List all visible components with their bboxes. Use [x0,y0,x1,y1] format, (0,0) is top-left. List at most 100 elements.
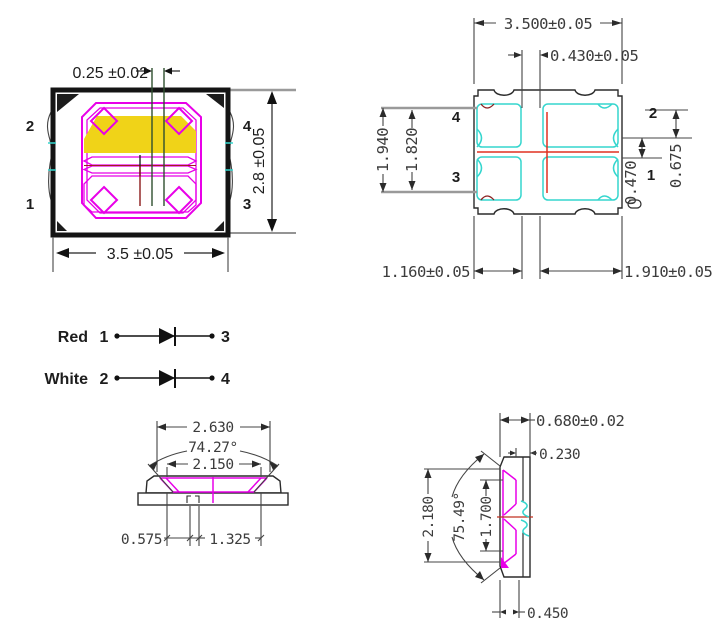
dim-angle: 74.27° [147,440,280,493]
dim-label: 0.230 [539,447,580,463]
dim-label: 2.180 [421,496,437,537]
pad-view-pin-labels: 4 2 3 1 [452,105,657,186]
pad-4 [476,103,522,148]
diode-icon [159,328,175,344]
dim-label: 74.27° [188,440,237,456]
edge-via [612,128,619,148]
bottom-pad-view: 3.500±0.05 0.430±0.05 1.940 1.820 [374,15,713,281]
dim-label: 2.630 [192,420,233,436]
corner-diamond [89,106,119,136]
dim-label: 0.675 [667,144,685,188]
polarity-diagram: Red 1 3 White 2 4 [44,327,230,388]
dim-label: 1.325 [209,532,250,548]
dim-right-pad: 1.910±0.05 [539,216,713,281]
pad-3 [476,156,522,201]
dim-label: 0.575 [121,532,162,548]
edge-via [476,158,483,178]
dim-label: 2.150 [192,457,233,473]
dim-body-width: 3.5 ±0.05 [52,237,229,272]
pad-notch [480,195,495,201]
pin-label: 3 [452,169,460,186]
dim-label: 1.910±0.05 [624,263,712,281]
dim-label: 3.5 ±0.05 [107,246,174,263]
top-view: 0.25 ±0.02 2.8 ±0.05 3.5 ±0.05 2 1 4 3 [26,65,296,272]
dim-span-outer: 1.940 [374,108,392,192]
front-section-view: 2.630 74.27° 2.150 [121,420,289,548]
reflector-ring-outer [81,102,202,219]
pin-label: 2 [649,105,657,122]
pad-2 [542,103,619,148]
dim-label: 75.49° [452,492,468,541]
dim-label: 0.470 [622,161,640,205]
corner-mark [206,94,224,108]
pin-label: 1 [26,196,34,213]
dim-wire-pitch: 0.25 ±0.02 [72,65,180,82]
diode-icon [159,370,175,386]
pin-label: 1 [647,167,655,184]
top-view-pin-labels: 2 1 4 3 [26,118,252,213]
color-label: Red [58,329,88,346]
dim-pad-width: 3.500±0.05 [473,15,623,84]
dim-label: 0.680±0.02 [536,412,624,430]
pin-label: 4 [221,371,230,388]
dim-cavity: 2.150 [166,457,262,477]
dim-offsets: 0.575 1.325 [121,493,265,548]
dim-label: 1.160±0.05 [382,263,470,281]
dim-cavity: 1.700 [479,479,503,552]
corner-mark [57,221,67,231]
dim-right-upper: 0.675 [622,109,692,188]
circuit-row-red: Red 1 3 [58,327,230,346]
reference-mark [627,199,642,209]
dim-label: 2.8 ±0.05 [251,128,268,195]
circuit-row-white: White 2 4 [44,369,230,388]
pad-1 [542,156,619,201]
corner-diamond [164,185,194,215]
solder-pads [476,103,619,201]
cavity-fill [501,557,509,568]
edge-via [476,128,483,148]
pin-label: 4 [452,109,461,126]
terminal-dot [209,375,215,381]
break-symbol [520,519,530,537]
pad-notch [597,195,613,201]
break-symbol [520,500,530,518]
dim-label: 1.700 [479,496,495,537]
pin-label: 4 [243,118,252,135]
pin-label: 2 [26,118,34,135]
side-section-view: 0.680±0.02 0.230 2.180 75.49° [421,412,625,622]
dim-width: 0.680±0.02 [499,412,625,457]
pin-label: 3 [243,196,251,213]
dim-label: 0.450 [527,606,568,622]
pin-label: 3 [221,329,230,346]
lower-cavity [83,175,197,213]
dim-step: 0.230 [508,447,581,463]
dim-label: 1.940 [374,128,392,172]
corner-diamond [164,106,194,136]
dim-label: 0.25 ±0.02 [72,65,148,82]
dim-left-pad: 1.160±0.05 [382,216,523,281]
dim-body-height: 2.8 ±0.05 [251,91,277,232]
dim-height: 2.180 [421,468,500,563]
top-view-package [46,68,235,238]
dim-opening: 2.630 [156,420,271,472]
dim-label: 1.820 [403,128,421,172]
pin-label: 2 [100,371,109,388]
pad-notch [480,103,495,109]
dim-center-gap: 0.430±0.05 [508,47,639,108]
dim-label: 3.500±0.05 [504,15,592,33]
dim-label: 0.430±0.05 [550,47,638,65]
base-detail [186,495,200,503]
dim-base: 0.450 [492,580,569,622]
pad-notch [597,103,613,109]
dim-span-inner: 1.820 [403,110,421,190]
dim-angle: 75.49° [451,450,501,584]
corner-diamond [89,185,119,215]
pin-label: 1 [100,329,109,346]
color-label: White [44,371,88,388]
dim-right-lower: 0.470 [622,138,662,205]
edge-via [612,158,619,178]
corner-mark [57,94,79,112]
corner-mark [214,221,224,231]
